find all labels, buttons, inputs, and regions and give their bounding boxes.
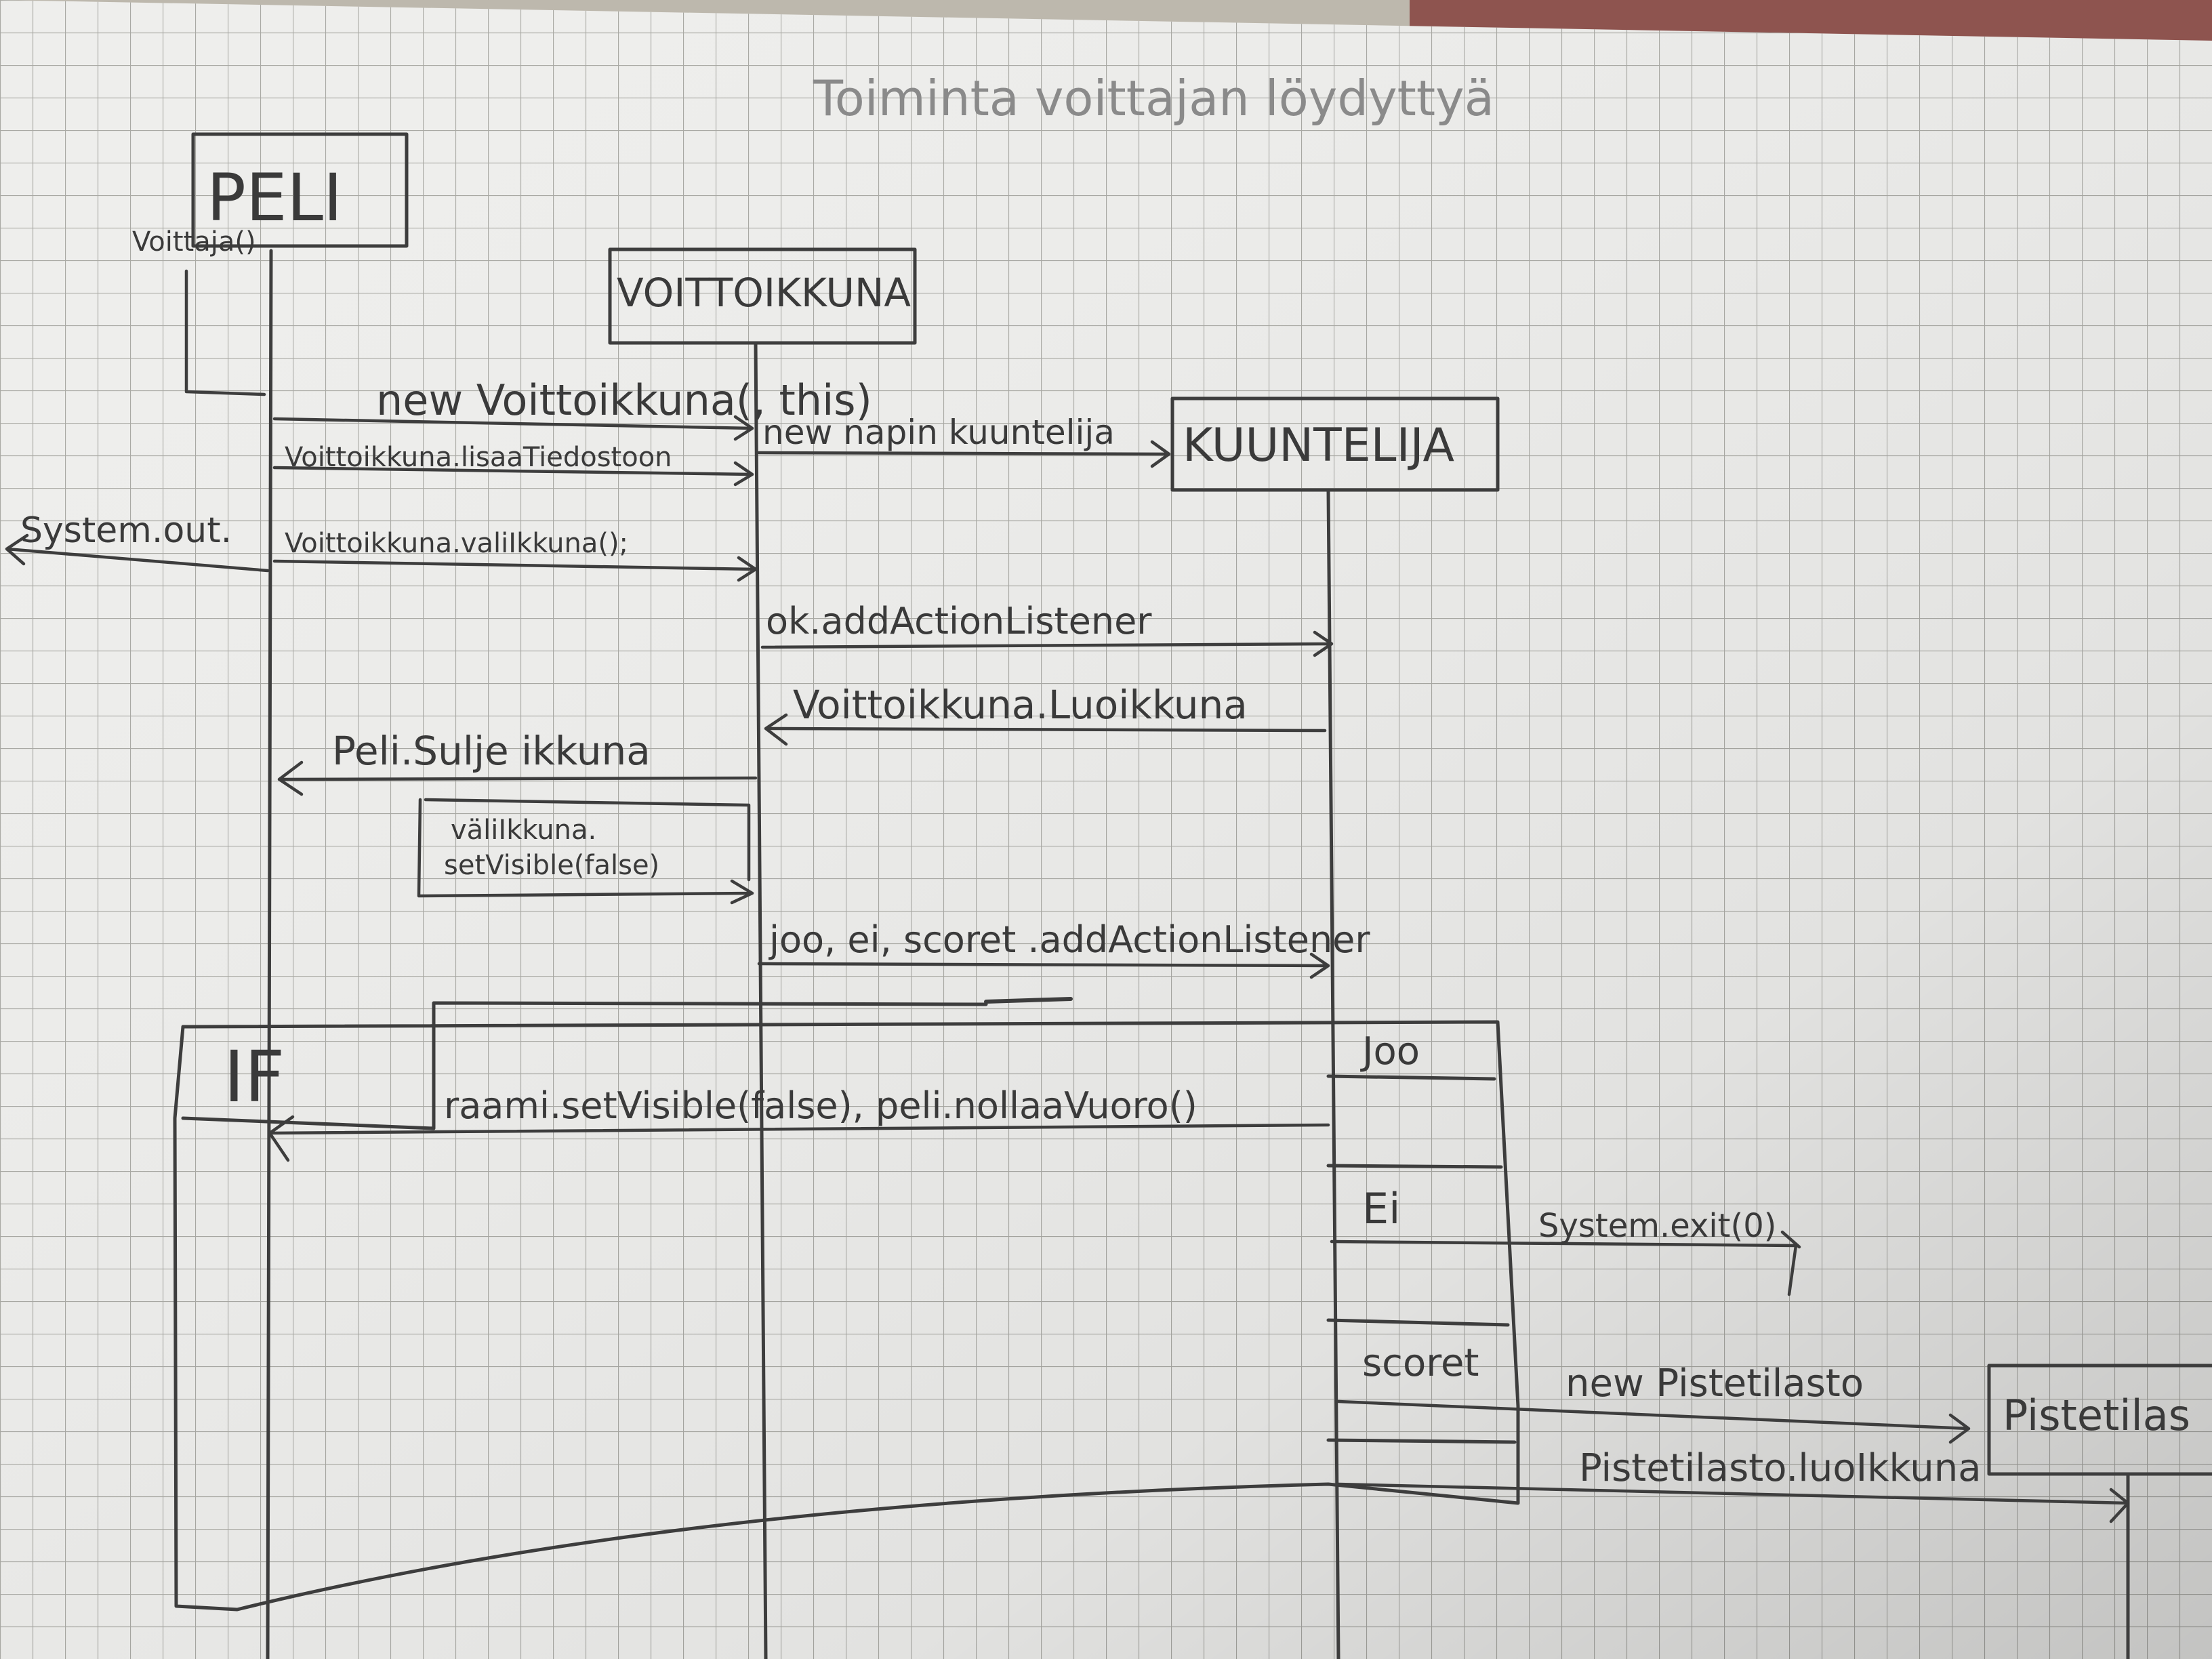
participant-label-kuuntelija: KUUNTELIJA: [1183, 419, 1454, 472]
message-luoikkuna: Voittoikkuna.Luoikkuna: [793, 682, 1248, 728]
message-system-out-arrow: [5, 533, 270, 573]
message-new-napin-kuuntelija-arrow: [757, 440, 1171, 468]
message-system-exit-arrow: [1330, 1230, 1801, 1296]
fragment-operator-tab: [181, 1001, 988, 1130]
message-valiikkuna: Voittoikkuna.valiIkkuna();: [285, 528, 628, 559]
message-new-pistetilasto-arrow: [1336, 1399, 1971, 1444]
lifeline-peli: [266, 249, 273, 1659]
message-sulje-ikkuna: Peli.Sulje ikkuna: [332, 728, 651, 774]
message-valiikkuna-self: väliIkkuna.: [451, 815, 596, 846]
message-system-exit: System.exit(0): [1538, 1207, 1777, 1245]
message-joo-ei-scoret: joo, ei, scoret .addActionListener: [769, 918, 1370, 961]
message-new-napin-kuuntelija: new napin kuuntelija: [762, 413, 1115, 452]
guard-separator-3: [1326, 1318, 1510, 1327]
combined-fragment-frame: [173, 1020, 1520, 1612]
activation-label: Voittaja(): [132, 226, 256, 258]
message-sulje-ikkuna-arrow: [277, 760, 758, 796]
message-valiikkuna-arrow: [272, 556, 758, 582]
guard-separator-4: [1326, 1438, 1517, 1444]
message-lisaa-tiedostoon-arrow: [272, 461, 754, 487]
message-setvisible-self-box: [417, 798, 754, 905]
participant-label-peli: PELI: [207, 160, 342, 236]
message-new-voittoikkuna: new Voittoikkuna(, this): [376, 375, 872, 425]
pencil-mark: [984, 997, 1073, 1004]
message-luoikkuna-arrow: [764, 713, 1327, 746]
participant-label-voittoikkuna: VOITTOIKKUNA: [617, 270, 911, 316]
participant-box-peli: [191, 132, 409, 248]
participant-box-pistetilasto: [1987, 1364, 2212, 1476]
message-new-voittoikkuna-arrow: [272, 415, 754, 441]
message-raami-setvisible: raami.setVisible(false), peli.nollaaVuor…: [444, 1084, 1197, 1127]
message-lisaa-tiedostoon: Voittoikkuna.lisaaTiedostoon: [285, 442, 672, 473]
lifeline-voittoikkuna: [754, 341, 768, 1659]
message-setvisible-self: setVisible(false): [444, 850, 659, 881]
fragment-operator-if: IF: [224, 1036, 285, 1118]
lifeline-kuuntelija: [1326, 488, 1340, 1659]
guard-scoret: scoret: [1362, 1341, 1479, 1385]
guard-joo: Joo: [1360, 1029, 1420, 1073]
message-joo-ei-scoret-arrow: [757, 952, 1330, 979]
message-system-out: System.out.: [20, 510, 232, 551]
message-pistetilasto-luoikkuna: Pistetilasto.luoIkkuna: [1579, 1446, 1982, 1490]
message-ok-addactionlistener-arrow: [760, 630, 1334, 657]
guard-separator-1: [1326, 1074, 1496, 1081]
guard-separator-2: [1326, 1164, 1503, 1169]
diagram-title: Toiminta voittajan löydyttyä: [813, 70, 1494, 127]
message-pistetilasto-luoikkuna-arrow: [1336, 1482, 2130, 1523]
participant-box-kuuntelija: [1170, 396, 1500, 492]
activation-voittaja: [184, 269, 266, 396]
message-new-pistetilasto: new Pistetilasto: [1565, 1361, 1864, 1406]
participant-box-voittoikkuna: [608, 247, 917, 345]
participant-label-pistetilasto: Pistetilas: [2003, 1391, 2190, 1440]
message-ok-addactionlistener: ok.addActionListener: [766, 600, 1152, 642]
guard-ei: Ei: [1362, 1184, 1400, 1233]
